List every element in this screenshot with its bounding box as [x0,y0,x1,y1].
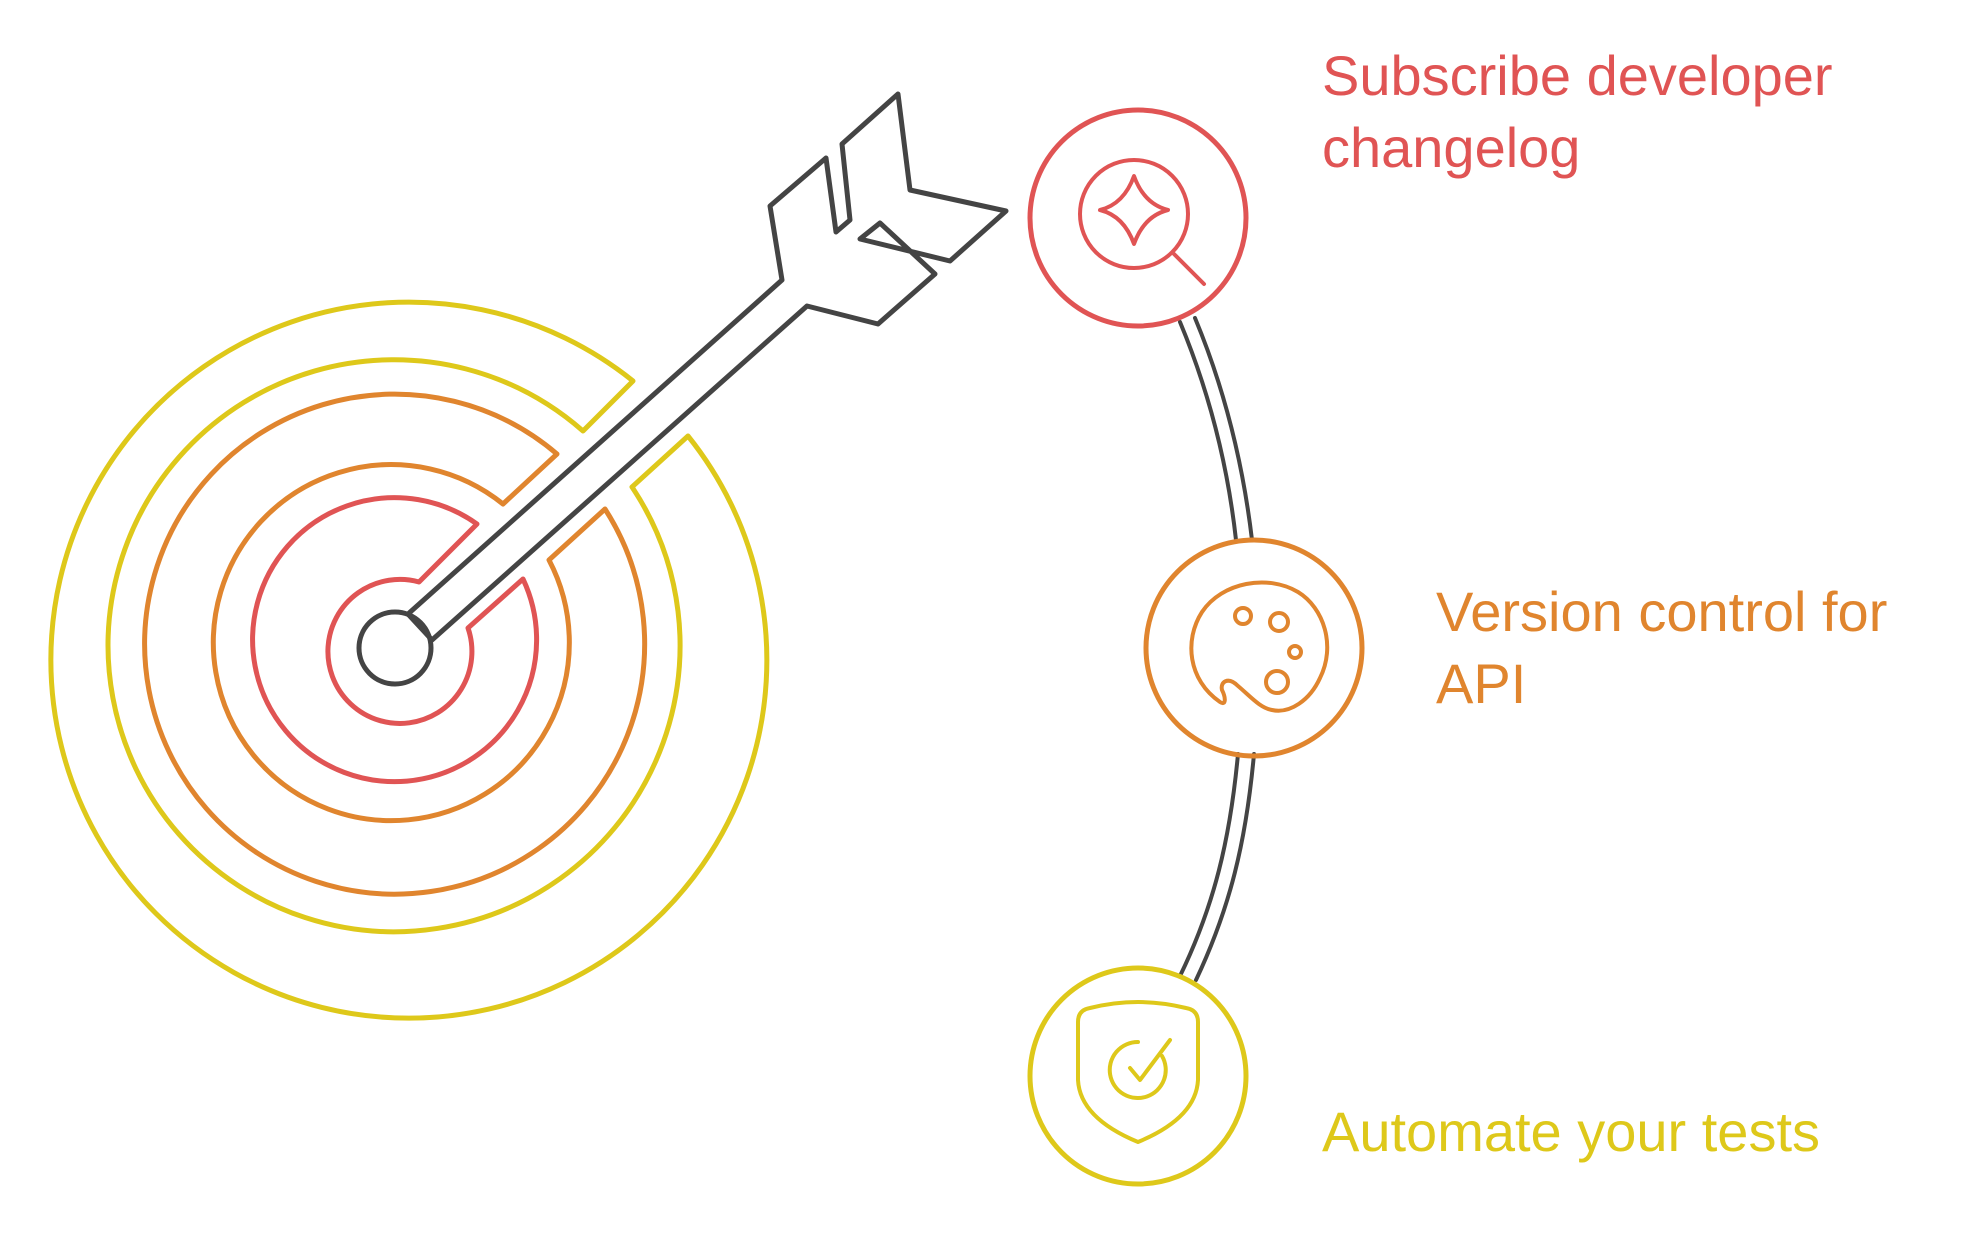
step-3-label-line-1: Automate your tests [1322,1100,1821,1163]
step-node-2 [1143,537,1365,759]
target [48,299,770,1021]
shield-check-icon [1076,1000,1200,1144]
step-1-label: Subscribe developer changelog [1322,40,1833,184]
step-1-label-line-1: Subscribe developer [1322,44,1833,107]
palette-icon [1189,580,1330,713]
target-ring-orange [142,391,648,897]
step-3-label: Automate your tests [1322,1096,1820,1168]
step-2-label-line-2: API [1436,652,1527,715]
target-ring-outer-yellow [48,299,770,1021]
step-node-3 [1027,965,1249,1187]
step-1-label-line-2: changelog [1322,116,1581,179]
connector-lower [1178,752,1256,982]
sparkle-search-icon [1078,158,1206,286]
step-2-label-line-1: Version control for [1436,580,1888,643]
target-ring-red [250,495,540,785]
connector-path [1178,316,1256,982]
step-node-1 [1027,107,1249,329]
connector-upper [1178,316,1254,542]
target-bullseye [356,609,434,687]
step-2-label: Version control for API [1436,576,1887,720]
arrow [405,91,1009,643]
